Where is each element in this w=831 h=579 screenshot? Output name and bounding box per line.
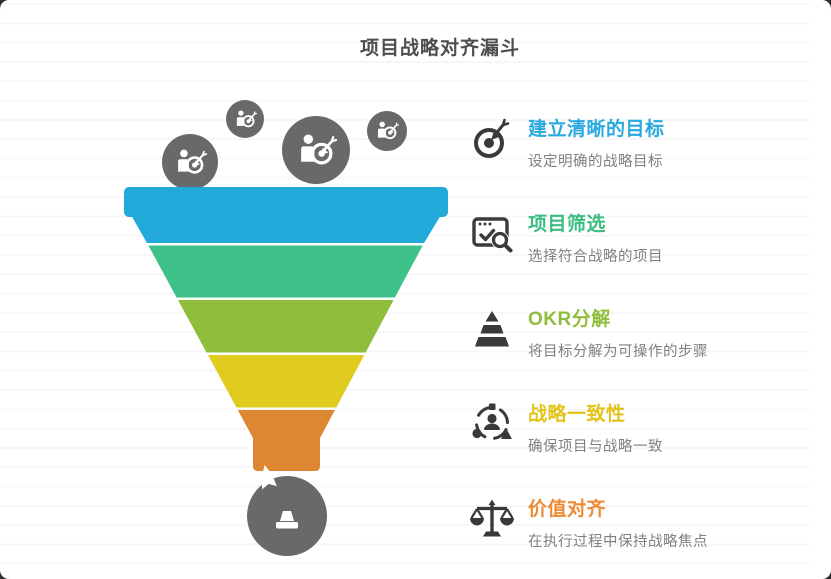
step-row-screening: 项目筛选 选择符合战略的项目 [466, 207, 806, 287]
funnel-layer-orange [237, 410, 335, 471]
step-title: OKR分解 [528, 309, 611, 330]
step-text: OKR分解 将目标分解为可操作的步骤 [528, 302, 708, 361]
step-text: 建立清晰的目标 设定明确的战略目标 [528, 112, 665, 171]
funnel-layer-green [148, 245, 423, 298]
step-row-alignment: 战略一致性 确保项目与战略一致 [466, 397, 806, 477]
step-text: 项目筛选 选择符合战略的项目 [528, 207, 663, 266]
step-text: 价值对齐 在执行过程中保持战略焦点 [528, 492, 708, 551]
step-row-okr: OKR分解 将目标分解为可操作的步骤 [466, 302, 806, 382]
person-target-icon [162, 134, 218, 190]
page-title: 项目战略对齐漏斗 [359, 38, 521, 59]
step-title: 项目筛选 [528, 214, 607, 235]
step-row-value: 价值对齐 在执行过程中保持战略焦点 [466, 492, 806, 572]
step-row-goals: 建立清晰的目标 设定明确的战略目标 [466, 112, 806, 192]
team-shapes-icon [472, 403, 512, 440]
funnel-layer-blue [124, 187, 448, 243]
window-search-icon [472, 217, 513, 253]
person-target-icon [226, 100, 264, 138]
pyramid-icon [475, 311, 509, 347]
step-title: 建立清晰的目标 [528, 119, 665, 140]
funnel-layer-olive [178, 300, 394, 353]
step-text: 战略一致性 确保项目与战略一致 [528, 397, 663, 456]
person-target-icon [367, 111, 407, 151]
person-target-icon [282, 116, 350, 184]
step-description: 在执行过程中保持战略焦点 [528, 533, 708, 550]
trophy-icon [247, 465, 327, 556]
step-title: 战略一致性 [528, 404, 626, 425]
step-description: 将目标分解为可操作的步骤 [528, 343, 708, 360]
target-dart-icon [474, 118, 510, 158]
step-description: 确保项目与战略一致 [528, 438, 663, 455]
step-title: 价值对齐 [528, 499, 607, 520]
step-description: 选择符合战略的项目 [528, 248, 663, 265]
balance-scale-icon [470, 499, 514, 537]
step-description: 设定明确的战略目标 [528, 153, 663, 170]
funnel-layer-yellow [207, 355, 365, 408]
